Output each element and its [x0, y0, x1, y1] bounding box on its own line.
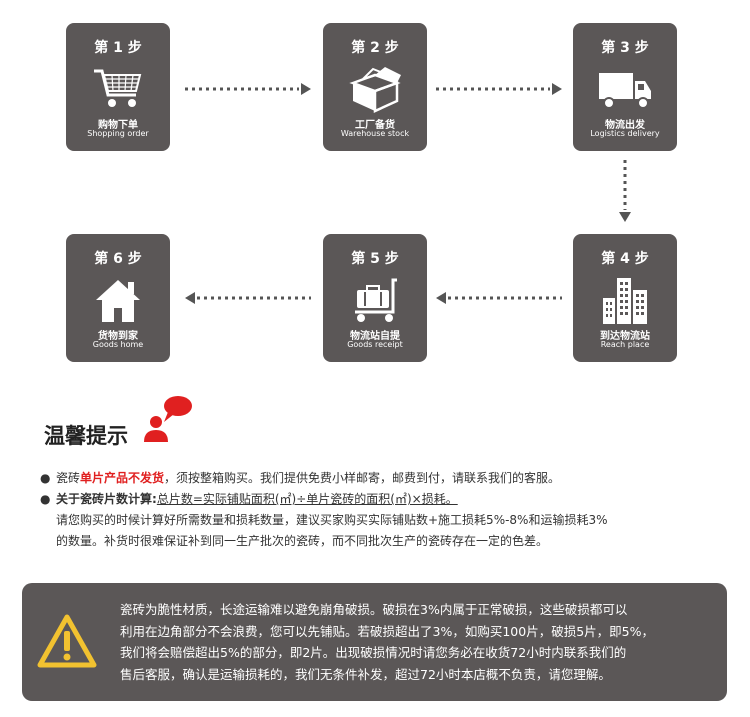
step-label-en: Shopping order	[87, 129, 149, 138]
step-6-card: 第 6 步 货物到家 Goods home	[66, 234, 170, 362]
bullet-icon: ●	[40, 471, 51, 485]
luggage-cart-icon	[355, 278, 397, 322]
warning-panel: 瓷砖为脆性材质，长途运输难以避免崩角破损。破损在3%内属于正常破损，这些破损都可…	[22, 583, 727, 701]
step-label-cn: 工厂备货	[355, 120, 395, 131]
step-2-card: 第 2 步 工厂备货 Warehouse stock	[323, 23, 427, 151]
step-1-card: 第 1 步 购物下单 Shopping order	[66, 23, 170, 151]
warning-line: 售后客服，确认是运输损耗的，我们无条件补发，超过72小时本店概不负责，请您理解。	[120, 666, 611, 682]
warning-line: 瓷砖为脆性材质，长途运输难以避免崩角破损。破损在3%内属于正常破损，这些破损都可…	[120, 602, 628, 617]
note-text: ，须按整箱购买。我们提供免费小样邮寄，邮费到付，请联系我们的客服。	[164, 471, 561, 485]
warning-triangle-icon	[37, 614, 97, 668]
warning-line: 我们将会赔偿超出5%的部分，即2片。出现破损情况时请您务必在收货72小时内联系我…	[120, 645, 627, 660]
truck-icon	[599, 73, 651, 109]
step-title: 第 3 步	[601, 40, 649, 56]
step-label-en: Goods home	[92, 340, 144, 349]
note-highlight: 单片产品不发货	[80, 471, 165, 485]
step-label-en: Warehouse stock	[340, 129, 410, 138]
arrow-right-icon	[185, 83, 311, 95]
step-label-cn: 物流出发	[605, 120, 645, 131]
bullet-icon: ●	[40, 492, 51, 506]
buildings-icon	[603, 278, 647, 324]
step-label-en: Goods receipt	[347, 340, 403, 349]
step-title: 第 2 步	[351, 40, 399, 56]
note-row: ● 瓷砖单片产品不发货，须按整箱购买。我们提供免费小样邮寄，邮费到付，请联系我们…	[40, 468, 720, 489]
shopping-cart-icon	[94, 69, 142, 107]
note-row: ● 关于瓷砖片数计算:总片数=实际铺贴面积(㎡)÷单片瓷砖的面积(㎡)×损耗。	[40, 489, 720, 510]
step-title: 第 4 步	[601, 251, 649, 267]
step-4-card: 第 4 步 到达物流站 Reach place	[573, 234, 677, 362]
step-label-cn: 物流站自提	[350, 331, 400, 342]
step-3-card: 第 3 步 物流出发 Logistics delivery	[573, 23, 677, 151]
step-5-card: 第 5 步 物流站自提 Goods receipt	[323, 234, 427, 362]
step-label-cn: 货物到家	[98, 331, 138, 342]
note-bold-label: 关于瓷砖片数计算:	[56, 492, 157, 506]
step-title: 第 1 步	[94, 40, 142, 56]
step-title: 第 6 步	[94, 251, 142, 267]
note-formula: 总片数=实际铺贴面积(㎡)÷单片瓷砖的面积(㎡)×损耗。	[156, 492, 458, 506]
step-label-cn: 到达物流站	[600, 331, 650, 342]
house-icon	[96, 280, 140, 322]
note-text: 瓷砖	[56, 471, 81, 485]
box-icon	[349, 67, 401, 113]
tips-notes: ● 瓷砖单片产品不发货，须按整箱购买。我们提供免费小样邮寄，邮费到付，请联系我们…	[40, 468, 720, 552]
note-text: 的数量。补货时很难保证补到同一生产批次的瓷砖，而不同批次生产的瓷砖存在一定的色差…	[56, 534, 549, 548]
step-label-cn: 购物下单	[98, 120, 138, 131]
arrow-right-icon	[436, 83, 562, 95]
note-text: 请您购买的时候计算好所需数量和损耗数量，建议买家购买实际铺贴数+施工损耗5%-8…	[56, 513, 608, 527]
step-label-en: Reach place	[600, 340, 650, 349]
step-label-en: Logistics delivery	[590, 129, 660, 138]
arrow-left-icon	[436, 292, 562, 304]
arrow-down-icon	[619, 160, 631, 222]
arrow-left-icon	[185, 292, 311, 304]
step-title: 第 5 步	[351, 251, 399, 267]
tips-title: 温馨提示	[44, 424, 128, 448]
warning-line: 利用在边角部分不会浪费，您可以先铺贴。若破损超出了3%，如购买100片，破损5片…	[120, 623, 654, 639]
warning-text: 瓷砖为脆性材质，长途运输难以避免崩角破损。破损在3%内属于正常破损，这些破损都可…	[120, 599, 715, 685]
person-speech-bubble-icon	[144, 396, 192, 442]
